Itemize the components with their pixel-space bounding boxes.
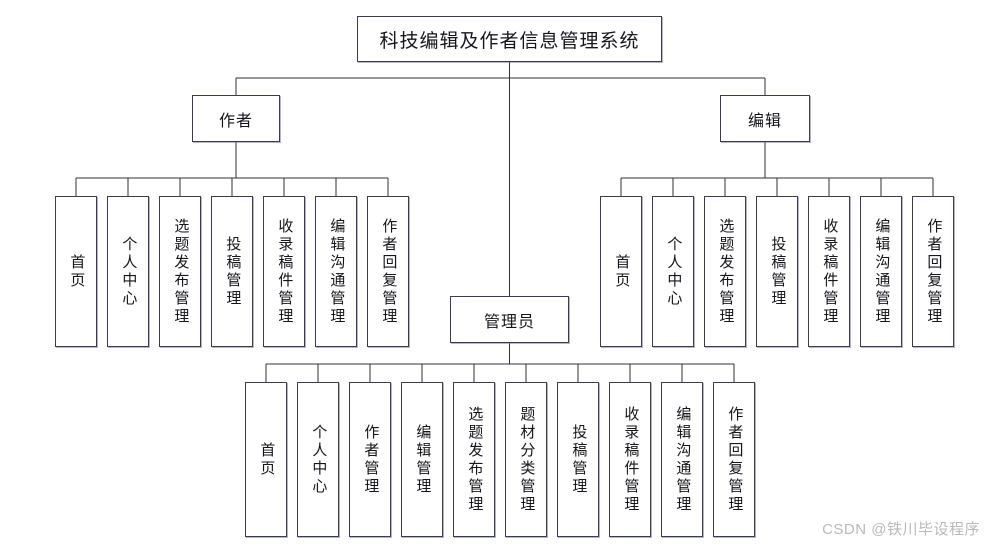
leaf-node-author-2-label: 选题发布管理 [172,217,190,326]
root-node[interactable]: 科技编辑及作者信息管理系统 [357,16,662,62]
leaf-node-author-6-label: 作者回复管理 [380,217,398,326]
leaf-node-author-0-label: 首页 [68,253,86,290]
leaf-node-admin-0[interactable]: 首页 [245,382,287,537]
leaf-node-author-3[interactable]: 投稿管理 [211,196,253,347]
leaf-node-editor-1[interactable]: 个人中心 [652,196,694,347]
leaf-node-author-5[interactable]: 编辑沟通管理 [315,196,357,347]
leaf-node-admin-1-label: 个人中心 [310,423,328,496]
role-node-author-label: 作者 [218,112,253,130]
leaf-node-admin-5[interactable]: 题材分类管理 [505,382,547,537]
leaf-node-admin-3[interactable]: 编辑管理 [401,382,443,537]
role-node-editor[interactable]: 编辑 [720,95,810,142]
role-node-admin-label: 管理员 [483,313,535,331]
role-node-author[interactable]: 作者 [192,95,280,142]
leaf-node-editor-5[interactable]: 编辑沟通管理 [860,196,902,347]
leaf-node-admin-7-label: 收录稿件管理 [622,405,640,514]
role-node-admin[interactable]: 管理员 [450,296,569,343]
leaf-node-editor-2[interactable]: 选题发布管理 [704,196,746,347]
leaf-node-author-5-label: 编辑沟通管理 [328,217,346,326]
leaf-node-editor-0-label: 首页 [613,253,631,290]
leaf-node-admin-2[interactable]: 作者管理 [349,382,391,537]
leaf-node-admin-9[interactable]: 作者回复管理 [713,382,755,537]
leaf-node-editor-5-label: 编辑沟通管理 [873,217,891,326]
leaf-node-editor-6[interactable]: 作者回复管理 [912,196,954,347]
leaf-node-admin-1[interactable]: 个人中心 [297,382,339,537]
leaf-node-author-1[interactable]: 个人中心 [107,196,149,347]
leaf-node-editor-0[interactable]: 首页 [600,196,642,347]
leaf-node-editor-3[interactable]: 投稿管理 [756,196,798,347]
leaf-node-editor-6-label: 作者回复管理 [925,217,943,326]
root-node-label: 科技编辑及作者信息管理系统 [379,30,640,52]
leaf-node-admin-6[interactable]: 投稿管理 [557,382,599,537]
leaf-node-admin-0-label: 首页 [258,441,276,478]
leaf-node-editor-2-label: 选题发布管理 [717,217,735,326]
leaf-node-admin-4[interactable]: 选题发布管理 [453,382,495,537]
leaf-node-author-3-label: 投稿管理 [224,235,242,308]
leaf-node-admin-7[interactable]: 收录稿件管理 [609,382,651,537]
leaf-node-admin-2-label: 作者管理 [362,423,380,496]
leaf-node-admin-8-label: 编辑沟通管理 [674,405,692,514]
leaf-node-editor-4[interactable]: 收录稿件管理 [808,196,850,347]
leaf-node-editor-4-label: 收录稿件管理 [821,217,839,326]
watermark-label: CSDN @铁川毕设程序 [822,521,980,538]
leaf-node-admin-6-label: 投稿管理 [570,423,588,496]
leaf-node-author-0[interactable]: 首页 [55,196,97,347]
leaf-node-admin-9-label: 作者回复管理 [726,405,744,514]
leaf-node-author-4[interactable]: 收录稿件管理 [263,196,305,347]
leaf-node-admin-4-label: 选题发布管理 [466,405,484,514]
leaf-node-admin-5-label: 题材分类管理 [518,405,536,514]
leaf-node-editor-1-label: 个人中心 [665,235,683,308]
role-node-editor-label: 编辑 [747,112,782,130]
leaf-node-author-2[interactable]: 选题发布管理 [159,196,201,347]
leaf-node-author-1-label: 个人中心 [120,235,138,308]
leaf-node-author-4-label: 收录稿件管理 [276,217,294,326]
leaf-node-author-6[interactable]: 作者回复管理 [367,196,409,347]
leaf-node-editor-3-label: 投稿管理 [769,235,787,308]
leaf-node-admin-8[interactable]: 编辑沟通管理 [661,382,703,537]
leaf-node-admin-3-label: 编辑管理 [414,423,432,496]
